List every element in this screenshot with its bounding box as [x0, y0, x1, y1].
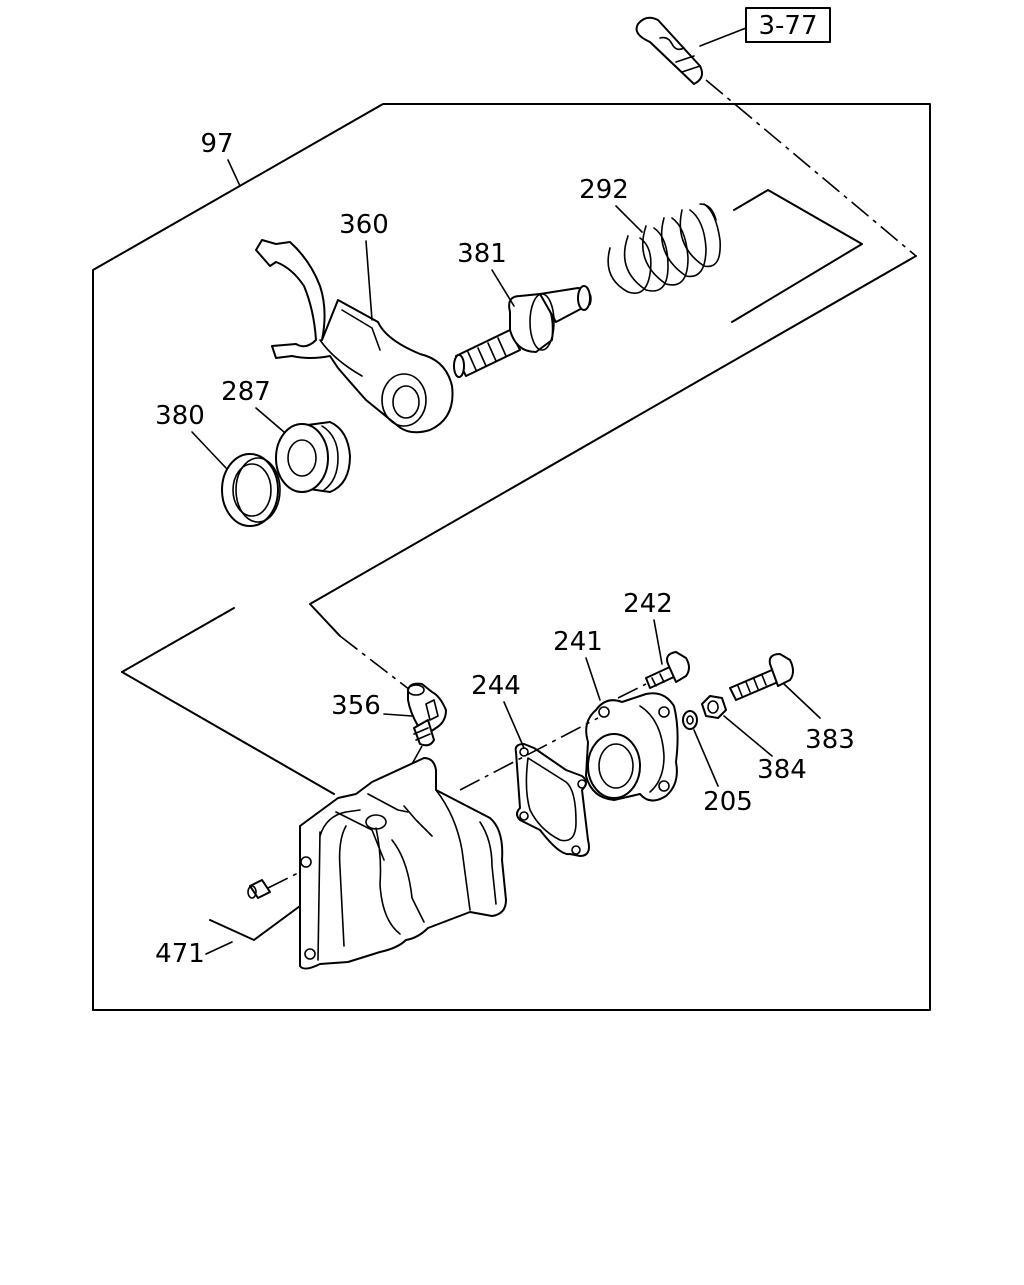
callout-205: 205 — [703, 787, 753, 817]
callout-287: 287 — [221, 377, 271, 407]
callout-242: 242 — [623, 589, 673, 619]
assembly-frame — [92, 103, 931, 1011]
washer-part[interactable] — [682, 710, 698, 730]
bolt-242-part[interactable] — [645, 651, 690, 689]
callout-241: 241 — [553, 627, 603, 657]
fitting-part[interactable] — [407, 682, 447, 747]
fork-part[interactable] — [255, 239, 454, 434]
callout-381: 381 — [457, 239, 507, 269]
shaft-part[interactable] — [453, 285, 592, 378]
callout-244: 244 — [471, 671, 521, 701]
callout-383: 383 — [805, 725, 855, 755]
callout-292: 292 — [579, 175, 629, 205]
reference-box-label: 3-77 — [758, 11, 817, 41]
bushing-part[interactable] — [275, 421, 351, 493]
seal-ring-part[interactable] — [221, 453, 281, 527]
reference-box[interactable]: 3-77 — [745, 7, 831, 43]
bolt-383-part[interactable] — [729, 653, 794, 701]
callout-97: 97 — [200, 129, 233, 159]
spring-part[interactable] — [607, 203, 721, 294]
cover-part[interactable] — [585, 692, 679, 802]
pipe-connector — [635, 16, 747, 85]
nut-part[interactable] — [701, 695, 727, 719]
callout-471: 471 — [155, 939, 205, 969]
callout-360: 360 — [339, 210, 389, 240]
callout-384: 384 — [757, 755, 807, 785]
gasket-part[interactable] — [514, 743, 590, 857]
callout-380: 380 — [155, 401, 205, 431]
housing-part[interactable] — [299, 757, 507, 970]
callout-356: 356 — [331, 691, 381, 721]
plug-part[interactable] — [247, 879, 271, 899]
